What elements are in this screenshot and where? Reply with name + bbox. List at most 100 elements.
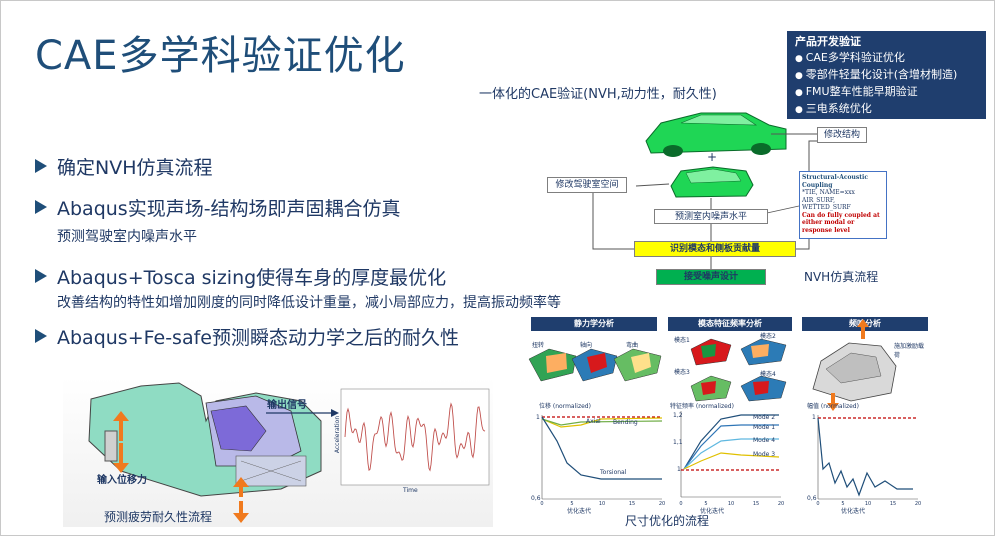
product-dev-heading: 产品开发验证 — [795, 35, 861, 48]
static-frames-icon — [528, 348, 662, 382]
series-mode2-line — [683, 414, 779, 470]
static-label: 轴向 — [580, 342, 593, 349]
structural-acoustic-code-box: Structural-Acoustic Coupling *TIE, NAME=… — [799, 171, 887, 239]
predict-noise-box: 预测室内噪声水平 — [654, 209, 768, 224]
code-title: Structural-Acoustic Coupling — [802, 174, 868, 189]
series-bending: Bending — [613, 419, 638, 426]
modal-label: 模态3 — [674, 369, 690, 376]
frf-excitation-label: 施加激励载荷 — [894, 343, 925, 359]
modal-ytick: 1,2 — [673, 412, 683, 419]
modal-ytick: 1 — [677, 466, 681, 473]
accept-design-box: 接受噪声设计 — [656, 269, 766, 285]
integrated-cae-subtitle: 一体化的CAE验证(NVH,动力性，耐久性) — [479, 87, 717, 102]
modal-chart: 0 5 10 15 20 — [679, 411, 784, 507]
output-signal-label: 输出信号 — [267, 400, 307, 411]
x-tick-label: 20 — [778, 501, 784, 507]
bullet-text: 确定NVH仿真流程 — [57, 157, 213, 179]
code-line: *TIE, NAME=xxx — [802, 189, 855, 196]
code-line: WETTED_SURF — [802, 204, 851, 211]
bullet-nvh: 确定NVH仿真流程 — [35, 153, 213, 180]
bullet-sub: 预测驾驶室内噪声水平 — [57, 229, 197, 245]
input-displacement-label: 输入位移力 — [97, 475, 147, 486]
modal-analysis-header: 模态特征频率分析 — [668, 317, 792, 331]
series-mode4: Mode 4 — [753, 437, 776, 444]
series-mode1-line — [683, 424, 779, 470]
series-mode4-line — [683, 438, 779, 470]
sizing-caption: 尺寸优化的流程 — [625, 514, 710, 528]
series-mode3-line — [683, 452, 780, 470]
bullet-triangle-icon — [35, 200, 47, 214]
modal-ytick: 1,1 — [673, 439, 683, 446]
series-bending-line — [541, 418, 663, 426]
frf-ylabel: 幅值 (normalized) — [807, 403, 859, 410]
x-tick-label: 5 — [704, 501, 707, 507]
frf-ytick: 1 — [812, 414, 816, 421]
product-dev-box: 产品开发验证 CAE多学科验证优化 零部件轻量化设计(含增材制造) FMU整车性… — [787, 31, 986, 119]
slide-title: CAE多学科验证优化 — [35, 33, 406, 79]
series-torsional-line — [541, 416, 662, 480]
x-tick-label: 0 — [679, 501, 682, 507]
static-analysis-header: 静力学分析 — [531, 317, 657, 331]
x-tick-label: 15 — [753, 501, 759, 507]
x-tick-label: 0 — [816, 501, 819, 507]
product-dev-item: CAE多学科验证优化 — [795, 50, 978, 67]
cabin-air-icon — [670, 166, 754, 198]
car-body-icon — [645, 112, 787, 157]
series-mode1: Mode 1 — [753, 424, 776, 431]
modal-label: 模态4 — [760, 371, 776, 378]
modal-frames-icon — [690, 338, 787, 402]
x-tick-label: 5 — [570, 501, 573, 507]
bullet-text: Abaqus+Fe-safe预测瞬态动力学之后的耐久性 — [57, 327, 459, 349]
code-line: AIR_SURF, — [802, 196, 836, 204]
series-mode2: Mode 2 — [753, 414, 776, 421]
series-axial: Axial — [586, 418, 601, 425]
modal-label: 模态2 — [760, 333, 776, 340]
modify-structure-box: 修改结构 — [817, 127, 867, 143]
code-note: Can do fully coupled at either modal or … — [802, 211, 880, 234]
product-dev-item: FMU整车性能早期验证 — [795, 84, 978, 101]
frf-xlabel: 优化迭代 — [841, 508, 866, 515]
bullet-triangle-icon — [35, 329, 47, 343]
frf-ytick: 0,6 — [807, 495, 817, 502]
x-tick-label: 15 — [890, 501, 896, 507]
static-label: 扭转 — [532, 342, 545, 349]
modal-ylabel: 特征频率 (normalized) — [670, 403, 734, 410]
x-tick-label: 10 — [599, 501, 605, 507]
static-label: 弯曲 — [626, 342, 639, 349]
bullet-tosca: Abaqus+Tosca sizing使得车身的厚度最优化 — [35, 263, 446, 290]
product-dev-item: 三电系统优化 — [795, 101, 978, 118]
modify-cabin-box: 修改驾驶室空间 — [547, 177, 627, 193]
x-tick-label: 20 — [915, 501, 921, 507]
body-in-white-icon — [812, 319, 897, 411]
x-tick-label: 10 — [728, 501, 734, 507]
x-tick-label: 15 — [629, 501, 635, 507]
frf-amplitude-line — [817, 417, 913, 497]
static-ytick: 1 — [536, 414, 540, 421]
static-xlabel: 优化迭代 — [567, 508, 592, 515]
fatigue-caption: 预测疲劳耐久性流程 — [104, 510, 213, 524]
bullet-text: Abaqus+Tosca sizing使得车身的厚度最优化 — [57, 267, 447, 289]
x-tick-label: 20 — [659, 501, 665, 507]
signal-x-axis: Time — [403, 487, 418, 494]
bullet-sub: 改善结构的特性如增加刚度的同时降低设计重量，减小局部应力，提高振动频率等 — [57, 295, 561, 311]
static-ytick: 0,6 — [531, 495, 541, 502]
static-ylabel: 位移 (normalized) — [539, 403, 591, 410]
identify-modes-box: 识别模态和侧板贡献量 — [634, 241, 796, 257]
series-axial-line — [541, 417, 663, 428]
bullet-triangle-icon — [35, 159, 47, 173]
series-mode3: Mode 3 — [753, 451, 776, 458]
modal-label: 模态1 — [674, 337, 690, 344]
bullet-text: Abaqus实现声场-结构场即声固耦合仿真 — [57, 198, 401, 220]
x-tick-label: 5 — [841, 501, 844, 507]
nvh-flow-caption: NVH仿真流程 — [804, 270, 879, 284]
plus-sign: + — [707, 150, 718, 164]
bullet-triangle-icon — [35, 269, 47, 283]
